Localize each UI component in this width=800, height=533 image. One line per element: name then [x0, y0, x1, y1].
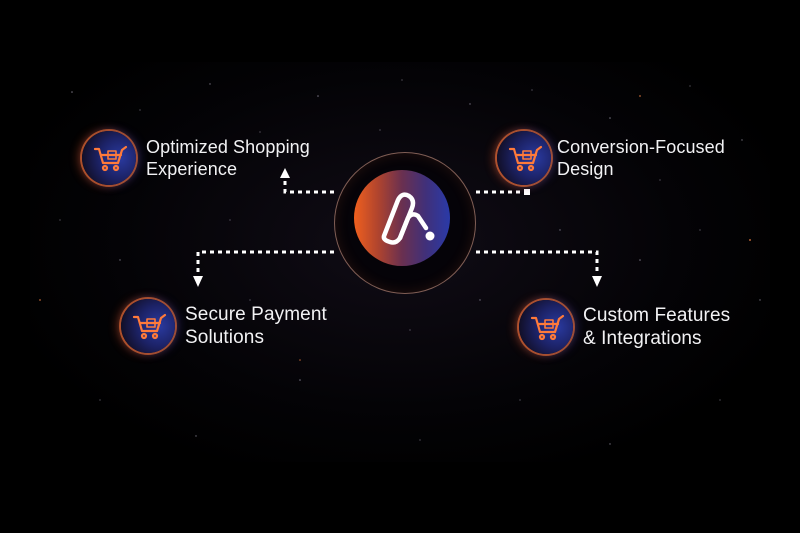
node-badge [119, 297, 177, 355]
node-conversion-focused: Conversion-Focused Design [495, 129, 725, 187]
node-label: Optimized Shopping Experience [146, 137, 310, 179]
node-badge [495, 129, 553, 187]
shopping-cart-icon [93, 145, 128, 172]
node-badge [80, 129, 138, 187]
node-label: Custom Features & Integrations [583, 305, 731, 349]
node-secure-payment: Secure Payment Solutions [119, 297, 327, 355]
shopping-cart-icon [508, 145, 543, 172]
node-label: Secure Payment Solutions [185, 304, 327, 348]
node-label: Conversion-Focused Design [557, 137, 725, 179]
node-badge [517, 298, 575, 356]
node-optimized-shopping: Optimized Shopping Experience [80, 129, 310, 187]
shopping-cart-icon [132, 313, 167, 340]
shopping-cart-icon [530, 314, 565, 341]
node-custom-features: Custom Features & Integrations [517, 298, 731, 356]
brand-logo-icon [381, 192, 435, 245]
hub-logo-circle [354, 170, 450, 266]
